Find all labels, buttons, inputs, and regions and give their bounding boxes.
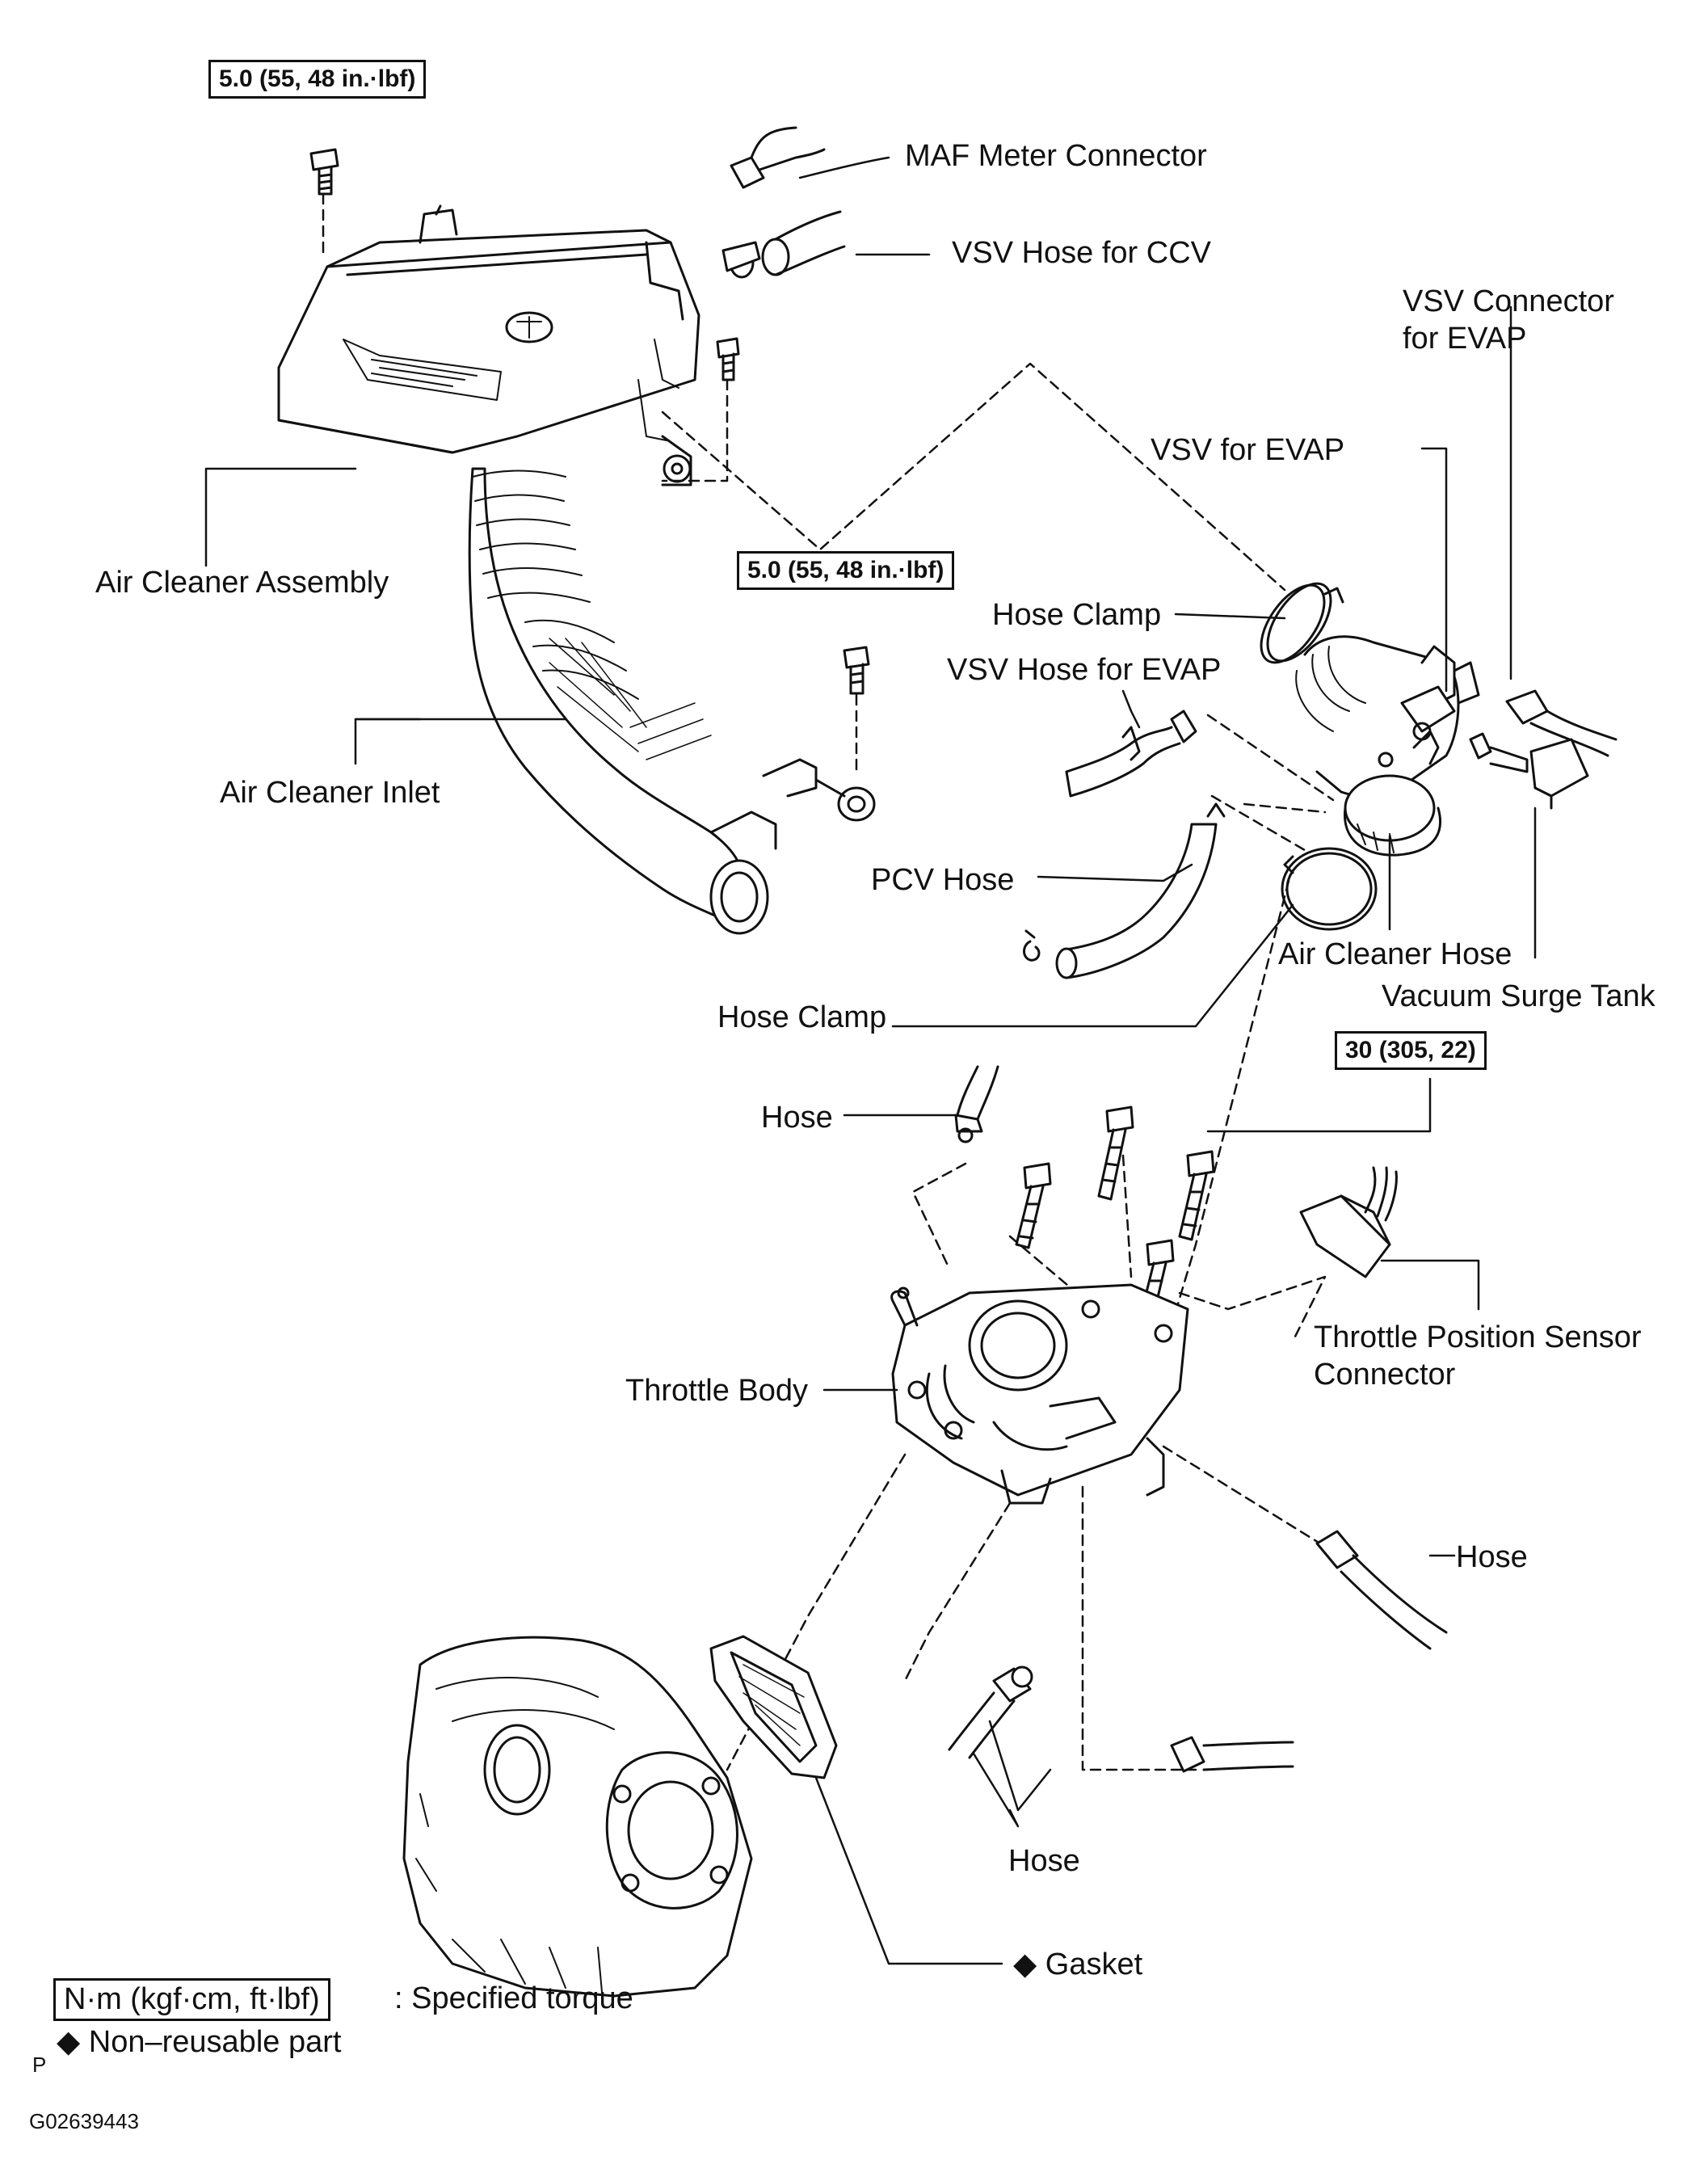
hose-bottom-right-drawing <box>1170 1736 1294 1773</box>
label-gasket: ◆ Gasket <box>1013 1948 1143 1981</box>
bolt-top-left <box>309 148 339 196</box>
bolt-inlet-bracket <box>843 646 870 695</box>
maf-connector-drawing <box>730 126 826 189</box>
footer-figure-id: G02639443 <box>29 2109 139 2133</box>
hose-clamp-upper-drawing <box>1260 582 1344 664</box>
pcv-hose-drawing <box>1023 802 1226 979</box>
vsv-connector-evap-drawing <box>1505 689 1618 757</box>
label-air-cleaner-assembly: Air Cleaner Assembly <box>95 566 389 600</box>
air-cleaner-assembly-drawing <box>277 204 700 486</box>
air-cleaner-hose-drawing <box>1295 635 1480 857</box>
hose-right-drawing <box>1315 1530 1448 1650</box>
throttle-bolt-1 <box>1097 1105 1134 1201</box>
label-vsv-hose-ccv: VSV Hose for CCV <box>952 236 1211 270</box>
hose-upper-left-drawing <box>954 1065 999 1143</box>
label-vacuum-surge-tank: Vacuum Surge Tank <box>1382 979 1655 1013</box>
label-pcv-hose: PCV Hose <box>871 863 1015 897</box>
hose-clamp-lower-drawing <box>1281 847 1378 931</box>
throttle-bolt-2 <box>1178 1150 1215 1241</box>
dashed-leaders <box>322 192 1335 1771</box>
label-hose-right: Hose <box>1456 1540 1528 1574</box>
gasket-drawing <box>709 1635 838 1779</box>
torque-box-middle: 5.0 (55, 48 in.·lbf) <box>737 551 955 590</box>
vsv-for-evap-drawing <box>1400 685 1456 741</box>
label-throttle-position-sensor-2: Connector <box>1314 1358 1456 1392</box>
throttle-bolt-3 <box>1015 1162 1052 1249</box>
label-hose-clamp-lower: Hose Clamp <box>717 1000 887 1034</box>
legend-non-reusable: ◆ Non–reusable part <box>57 2025 342 2059</box>
air-cleaner-inlet-drawing <box>468 467 876 935</box>
torque-box-throttle: 30 (305, 22) <box>1335 1031 1487 1070</box>
label-throttle-body: Throttle Body <box>625 1374 808 1408</box>
label-air-cleaner-hose: Air Cleaner Hose <box>1278 937 1512 971</box>
label-air-cleaner-inlet: Air Cleaner Inlet <box>220 776 440 810</box>
label-hose-bottom: Hose <box>1008 1844 1080 1878</box>
footer-p-mark: P <box>32 2053 47 2077</box>
tps-connector-drawing <box>1299 1166 1398 1278</box>
intake-manifold-drawing <box>402 1636 753 1998</box>
torque-box-top-left: 5.0 (55, 48 in.·lbf) <box>208 60 427 99</box>
throttle-body-drawing <box>890 1283 1189 1505</box>
label-throttle-position-sensor-1: Throttle Position Sensor <box>1314 1320 1642 1354</box>
label-vsv-connector-evap-2: for EVAP <box>1403 322 1527 356</box>
label-hose-upper-left: Hose <box>761 1101 833 1135</box>
vacuum-surge-tank-drawing <box>1469 732 1589 810</box>
label-leaders <box>204 156 1537 1965</box>
vsv-hose-evap-drawing <box>1065 710 1197 798</box>
legend-torque-desc: : Specified torque <box>394 1981 633 2015</box>
hose-bottom-left-drawing <box>948 1665 1033 1759</box>
label-vsv-connector-evap-1: VSV Connector <box>1403 284 1614 318</box>
label-vsv-for-evap: VSV for EVAP <box>1151 433 1345 467</box>
legend-torque-unit-box: N·m (kgf·cm, ft·lbf) <box>53 1978 330 2021</box>
label-hose-clamp-upper: Hose Clamp <box>992 598 1162 632</box>
vsv-hose-ccv-drawing <box>721 210 846 279</box>
label-maf-meter-connector: MAF Meter Connector <box>905 139 1207 173</box>
label-vsv-hose-evap: VSV Hose for EVAP <box>947 653 1222 687</box>
bolt-air-cleaner-right <box>716 337 740 381</box>
